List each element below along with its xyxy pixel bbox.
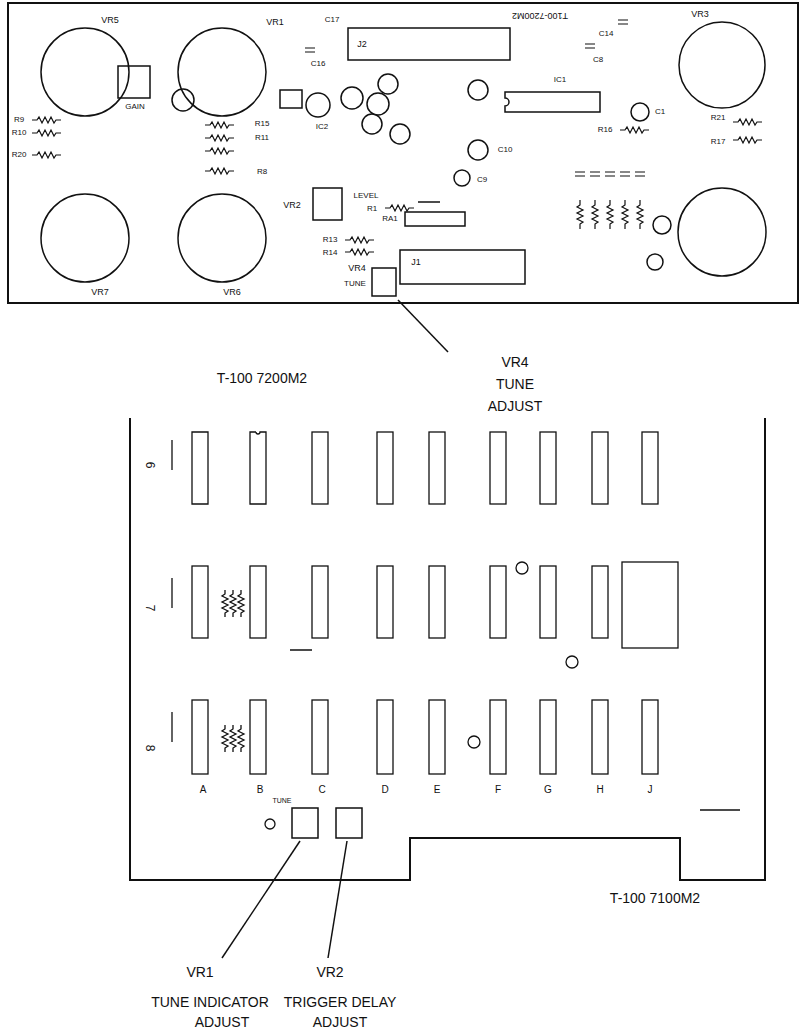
silkscreen-label: R10	[12, 129, 27, 137]
callout-label: TUNE	[496, 377, 534, 391]
silkscreen-label: R14	[323, 249, 338, 257]
silkscreen-label: R21	[711, 114, 726, 122]
silkscreen-label: T100-7200M2	[512, 11, 568, 20]
silkscreen-label: J	[648, 785, 653, 795]
silkscreen-label: TUNE	[344, 280, 366, 288]
silkscreen-label: C14	[599, 30, 614, 38]
silkscreen-label: IC1	[554, 76, 566, 84]
silkscreen-label: R8	[257, 168, 267, 176]
silkscreen-label: C9	[477, 176, 487, 184]
silkscreen-label: LEVEL	[354, 192, 379, 200]
silkscreen-label: R15	[255, 120, 270, 128]
silkscreen-label: VR2	[283, 201, 301, 210]
silkscreen-label: A	[200, 785, 207, 795]
silkscreen-label: J2	[357, 40, 367, 49]
silkscreen-label: C	[318, 785, 325, 795]
callout-label: T-100 7200M2	[217, 371, 307, 385]
callout-label: TUNE INDICATOR	[151, 995, 269, 1009]
silkscreen-label: VR3	[691, 10, 709, 19]
silkscreen-label: R16	[598, 126, 613, 134]
silkscreen-label: G	[544, 785, 552, 795]
silkscreen-label: VR6	[223, 288, 241, 297]
callout-label: TRIGGER DELAY	[284, 995, 397, 1009]
silkscreen-label: F	[495, 785, 501, 795]
callout-label: VR4	[501, 355, 528, 369]
callout-label: 8	[144, 745, 156, 752]
callout-label: VR1	[186, 965, 213, 979]
silkscreen-label: RA1	[382, 215, 398, 223]
callout-label: T-100 7100M2	[610, 891, 700, 905]
silkscreen-label: C1	[655, 108, 665, 116]
silkscreen-label: R1	[367, 205, 377, 213]
silkscreen-label: VR5	[101, 16, 119, 25]
silkscreen-label: R13	[323, 236, 338, 244]
silkscreen-label: R17	[711, 138, 726, 146]
callout-label: VR2	[316, 965, 343, 979]
silkscreen-label: R9	[14, 116, 24, 124]
callout-label: 7	[144, 605, 156, 612]
callout-label: ADJUST	[195, 1015, 249, 1029]
callout-label: 6	[144, 462, 156, 469]
silkscreen-label: D	[381, 785, 388, 795]
silkscreen-label: R11	[255, 134, 269, 142]
silkscreen-label: E	[434, 785, 441, 795]
silkscreen-label: TUNE	[272, 797, 291, 804]
callout-label: ADJUST	[313, 1015, 367, 1029]
silkscreen-label: VR1	[266, 18, 284, 27]
silkscreen-label: R20	[12, 151, 27, 159]
silkscreen-label: IC2	[316, 123, 328, 131]
callout-label: ADJUST	[488, 399, 542, 413]
silkscreen-label: VR4	[348, 264, 366, 273]
silkscreen-label: C17	[325, 16, 340, 24]
silkscreen-label: VR7	[91, 288, 109, 297]
silkscreen-label: C10	[498, 146, 513, 154]
silkscreen-label: GAIN	[125, 103, 145, 111]
silkscreen-label: C8	[593, 56, 603, 64]
silkscreen-label: H	[596, 785, 603, 795]
silkscreen-label: B	[257, 785, 264, 795]
silkscreen-label: C16	[311, 60, 326, 68]
silkscreen-label: J1	[411, 258, 421, 267]
